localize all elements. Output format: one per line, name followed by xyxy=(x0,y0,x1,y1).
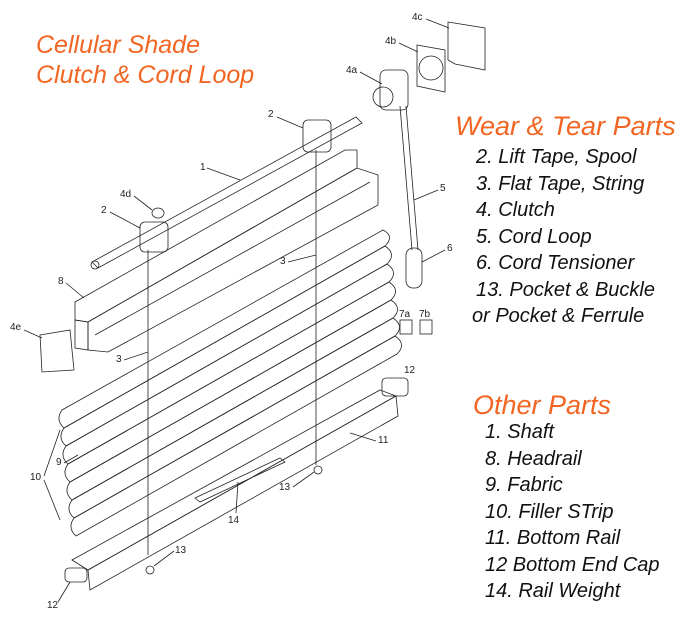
title-line-1: Cellular Shade xyxy=(36,31,200,59)
callout-13b: 13 xyxy=(175,545,187,556)
bottom-end-cap-right xyxy=(381,377,409,397)
lift-spools xyxy=(139,119,332,253)
wear-tear-item: or Pocket & Ferrule xyxy=(472,305,645,327)
callout-5: 5 xyxy=(440,183,446,194)
wear-tear-item: 3. Flat Tape, String xyxy=(476,172,645,195)
callout-13a: 13 xyxy=(279,482,291,493)
wear-tear-item: 5. Cord Loop xyxy=(476,225,592,248)
callout-4a: 4a xyxy=(346,65,358,76)
other-parts-item: 9. Fabric xyxy=(485,474,563,496)
wear-tear-item: 6. Cord Tensioner xyxy=(476,252,635,274)
wear-tear-item: 4. Clutch xyxy=(476,199,555,221)
callout-9: 9 xyxy=(56,457,62,468)
other-parts-item: 10. Filler STrip xyxy=(485,500,614,523)
other-parts-item: 14. Rail Weight xyxy=(485,580,621,602)
callout-2b: 2 xyxy=(101,205,107,216)
pocket-buckle-left xyxy=(145,565,155,575)
shaft xyxy=(90,116,363,270)
callout-12b: 12 xyxy=(47,600,59,611)
clutch-assembly xyxy=(372,21,486,111)
bottom-end-cap-left xyxy=(64,567,88,583)
callout-2a: 2 xyxy=(268,109,274,120)
end-cap-left xyxy=(39,329,75,373)
callout-8: 8 xyxy=(58,276,64,287)
callout-7b: 7b xyxy=(419,309,431,320)
bottom-rail xyxy=(71,389,399,591)
other-parts-list: 1. Shaft 8. Headrail 9. Fabric 10. Fille… xyxy=(485,419,660,605)
wear-tear-list: 2. Lift Tape, Spool 3. Flat Tape, String… xyxy=(472,144,655,330)
other-parts-item: 11. Bottom Rail xyxy=(485,527,621,549)
callout-12a: 12 xyxy=(404,365,416,376)
wear-tear-item: 2. Lift Tape, Spool xyxy=(476,146,637,168)
wear-tear-heading: Wear & Tear Parts xyxy=(455,111,676,141)
clip-7b xyxy=(419,319,433,335)
clip-7a xyxy=(399,319,413,335)
other-parts-item: 1. Shaft xyxy=(485,421,554,443)
callout-10: 10 xyxy=(30,472,42,483)
callout-3a: 3 xyxy=(280,256,286,267)
callout-1: 1 xyxy=(200,162,206,173)
callout-4d: 4d xyxy=(120,189,131,200)
title-line-2: Clutch & Cord Loop xyxy=(36,61,255,89)
callout-6: 6 xyxy=(447,243,453,254)
callout-4c: 4c xyxy=(412,12,423,23)
callout-4b: 4b xyxy=(385,36,397,47)
callout-14: 14 xyxy=(228,515,240,526)
callout-3b: 3 xyxy=(116,354,122,365)
cord-loop xyxy=(399,105,423,289)
diagram-title: Cellular Shade Clutch & Cord Loop xyxy=(36,30,254,90)
pocket-buckle-right xyxy=(313,465,323,475)
callout-7a: 7a xyxy=(399,309,411,320)
clutch-cap xyxy=(151,207,165,219)
callout-4e: 4e xyxy=(10,322,22,333)
other-parts-heading: Other Parts xyxy=(473,390,612,420)
wear-tear-item: 13. Pocket & Buckle xyxy=(476,278,655,301)
callout-11: 11 xyxy=(378,435,389,446)
other-parts-item: 12 Bottom End Cap xyxy=(485,553,660,576)
other-parts-item: 8. Headrail xyxy=(485,447,582,470)
fabric-cells xyxy=(58,229,402,537)
rail-weight xyxy=(194,457,286,503)
headrail xyxy=(74,149,379,353)
